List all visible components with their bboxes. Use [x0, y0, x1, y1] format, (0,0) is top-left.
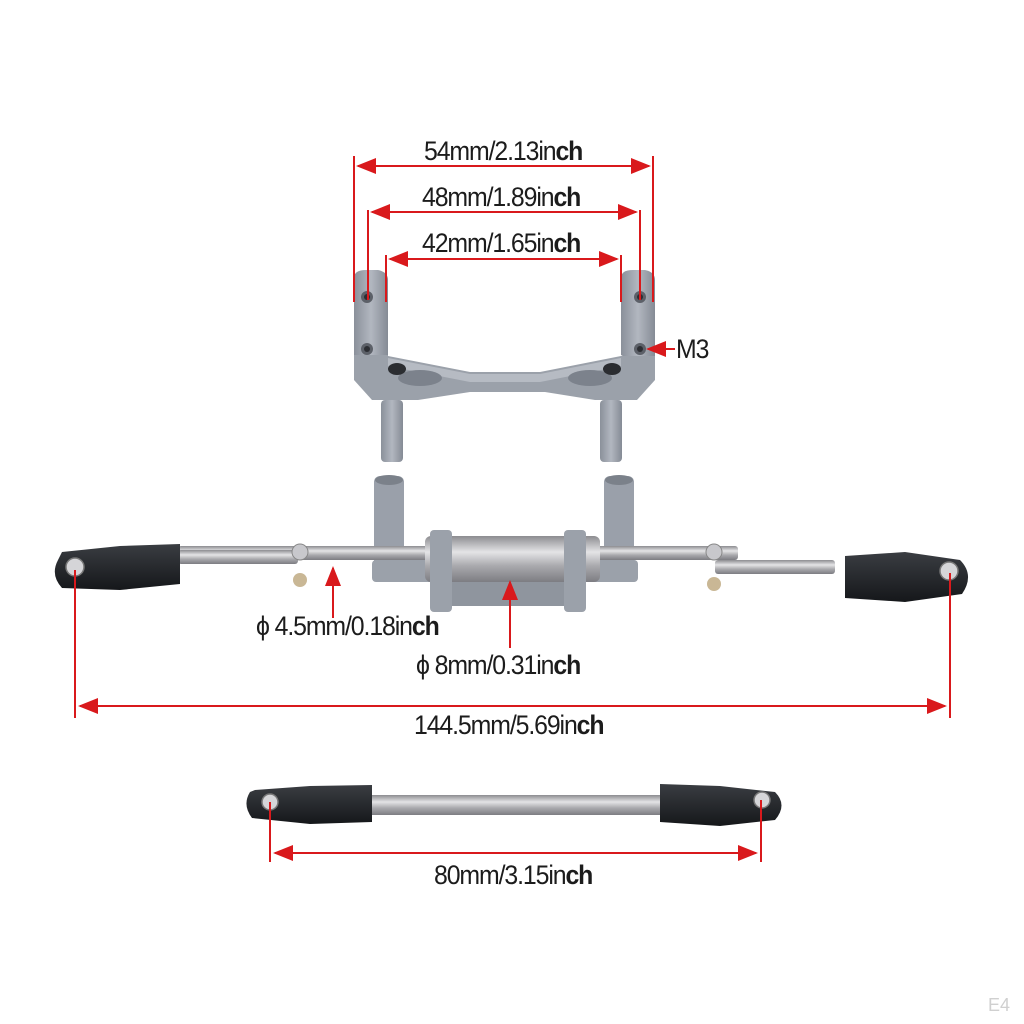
- dimension-label-inner-width: 42mm/1.65inch: [422, 228, 581, 258]
- link-dimension-lines: [74, 566, 951, 718]
- bracket-dimension-lines: [353, 156, 675, 357]
- dimension-label-rod-diameter: ϕ 4.5mm/0.18inch: [256, 611, 440, 641]
- dimension-label-drag-link-length: 80mm/3.15inch: [434, 860, 593, 890]
- dimension-label-outer-width: 54mm/2.13inch: [424, 136, 583, 166]
- screw-size-label: M3: [676, 334, 709, 364]
- drag-link-dimension-lines: [269, 800, 762, 862]
- dimension-label-tube-diameter: ϕ 8mm/0.31inch: [416, 650, 581, 680]
- steering-link-assembly: [54, 475, 969, 612]
- watermark: E4: [987, 995, 1010, 1015]
- servo-mount-bracket: [354, 270, 655, 462]
- drag-link: [246, 784, 782, 826]
- dimension-label-overall-length: 144.5mm/5.69inch: [414, 710, 605, 740]
- dimension-label-hole-spacing: 48mm/1.89inch: [422, 182, 581, 212]
